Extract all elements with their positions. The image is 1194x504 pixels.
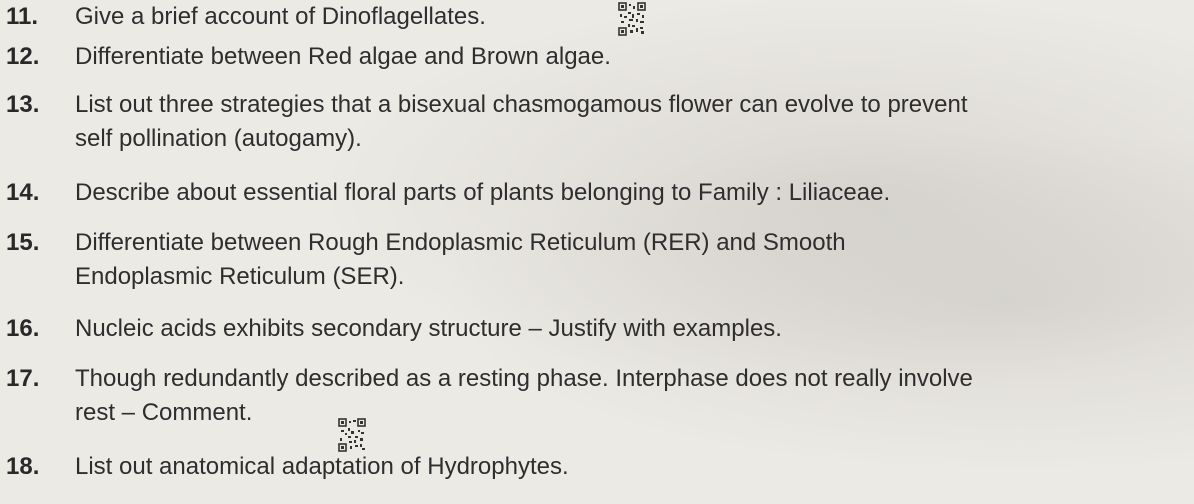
- question-number: 12.: [6, 43, 40, 70]
- question-number: 17.: [6, 365, 40, 392]
- question-number: 11.: [6, 3, 39, 30]
- question-text: Differentiate between Rough Endoplasmic …: [75, 229, 846, 256]
- question-text: rest – Comment.: [75, 399, 253, 426]
- question-text: Endoplasmic Reticulum (SER).: [75, 263, 405, 290]
- question-text: List out anatomical adaptation of Hydrop…: [75, 453, 569, 480]
- qr-code-icon: [338, 418, 366, 452]
- question-text: Differentiate between Red algae and Brow…: [75, 43, 611, 70]
- question-number: 14.: [6, 179, 40, 206]
- question-text: Nucleic acids exhibits secondary structu…: [75, 315, 782, 342]
- question-number: 18.: [6, 453, 40, 480]
- question-text: Describe about essential floral parts of…: [75, 179, 891, 206]
- question-text: self pollination (autogamy).: [75, 125, 362, 152]
- question-text: Give a brief account of Dinoflagellates.: [75, 3, 486, 30]
- question-text: List out three strategies that a bisexua…: [75, 91, 968, 118]
- question-number: 13.: [6, 91, 40, 118]
- qr-code-icon: [618, 2, 646, 36]
- question-text: Though redundantly described as a restin…: [75, 365, 973, 392]
- question-number: 15.: [6, 229, 40, 256]
- question-number: 16.: [6, 315, 40, 342]
